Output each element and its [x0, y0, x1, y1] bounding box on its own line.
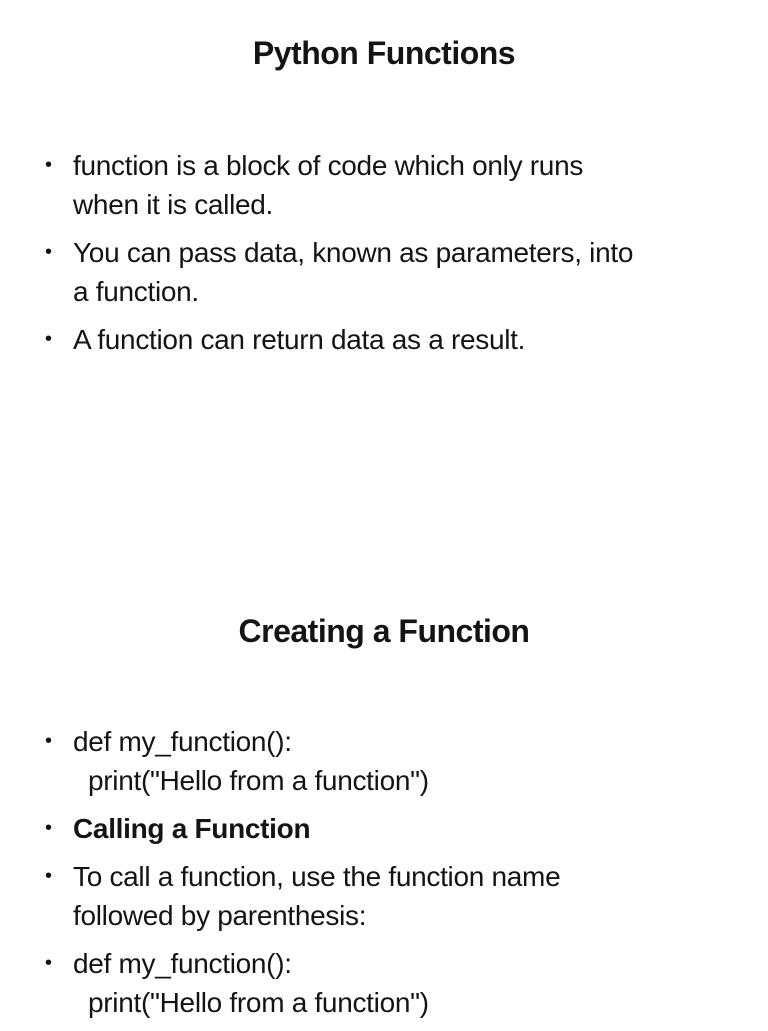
bullet-item: • To call a function, use the function na… — [45, 857, 745, 935]
bullet-dot-icon: • — [45, 952, 53, 974]
bullet-line: print("Hello from a function") — [88, 987, 429, 1018]
slide2-title: Creating a Function — [238, 613, 530, 649]
bullet-item: • Calling a Function — [45, 809, 745, 848]
slide1-bullet-list: • function is a block of code which only … — [45, 146, 745, 368]
bullet-line: followed by parenthesis: — [73, 900, 367, 931]
bullet-text: You can pass data, known as parameters, … — [73, 233, 633, 311]
slide2-bullet-list: • def my_function(): print("Hello from a f… — [45, 722, 745, 1031]
bullet-text: function is a block of code which only r… — [73, 146, 583, 224]
bullet-item: • A function can return data as a result. — [45, 320, 745, 359]
bullet-item: • function is a block of code which only … — [45, 146, 745, 224]
bullet-dot-icon: • — [45, 241, 53, 263]
bullet-text: def my_function(): print("Hello from a fu… — [73, 944, 429, 1022]
bullet-line: You can pass data, known as parameters, … — [73, 237, 634, 268]
bullet-dot-icon: • — [45, 730, 53, 752]
bullet-item: • def my_function(): print("Hello from a f… — [45, 944, 745, 1022]
bullet-dot-icon: • — [45, 865, 53, 887]
bullet-line: a function. — [73, 276, 199, 307]
bullet-line: when it is called. — [73, 189, 274, 220]
bullet-line: function is a block of code which only r… — [73, 150, 584, 181]
bullet-text: To call a function, use the function nam… — [73, 857, 561, 935]
bullet-dot-icon: • — [45, 154, 53, 176]
bullet-item: • def my_function(): print("Hello from a f… — [45, 722, 745, 800]
bullet-text: Calling a Function — [73, 809, 311, 848]
bullet-line: To call a function, use the function nam… — [73, 861, 561, 892]
bullet-line: Calling a Function — [73, 813, 311, 844]
bullet-line: def my_function(): — [73, 948, 292, 979]
bullet-dot-icon: • — [45, 328, 53, 350]
slide1-title: Python Functions — [252, 35, 516, 71]
bullet-line: A function can return data as a result. — [73, 324, 526, 355]
bullet-dot-icon: • — [45, 817, 53, 839]
bullet-text: def my_function(): print("Hello from a fu… — [73, 722, 429, 800]
bullet-line: def my_function(): — [73, 726, 292, 757]
bullet-line: print("Hello from a function") — [88, 765, 429, 796]
bullet-item: • You can pass data, known as parameters,… — [45, 233, 745, 311]
bullet-text: A function can return data as a result. — [73, 320, 525, 359]
